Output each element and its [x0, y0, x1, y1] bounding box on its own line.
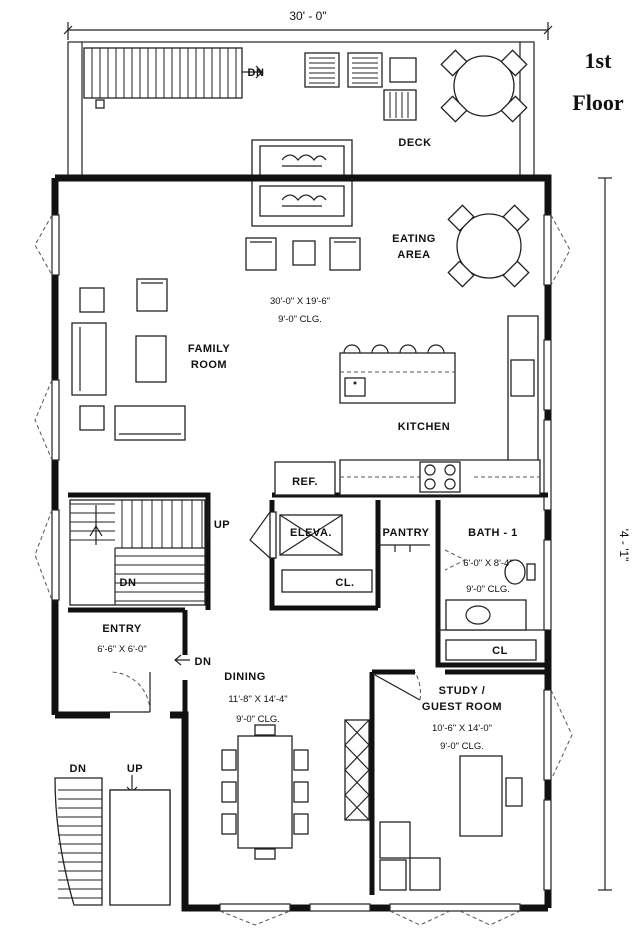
desk [459, 755, 503, 837]
kitchen-sink [510, 359, 535, 397]
window-swings [34, 214, 573, 926]
entry-label: ENTRY [102, 623, 142, 635]
armchair-top [136, 278, 168, 312]
deck: DN DECK [67, 41, 535, 227]
elevator [249, 511, 343, 559]
end-table-top [79, 287, 105, 313]
study-chair [379, 821, 411, 859]
dining-buffet [344, 719, 370, 821]
width-label: 30' - 0" [289, 9, 326, 23]
entry-stair-label: DN [195, 656, 212, 668]
overall-width-dimension: 30' - 0" [63, 9, 553, 40]
study-door [374, 671, 421, 701]
end-table-bottom [79, 405, 105, 431]
eating-area-label-2: AREA [397, 249, 430, 261]
exterior-stair-down-label: DN [70, 763, 87, 775]
pantry [378, 544, 430, 552]
toilet [504, 559, 526, 585]
coffee-table [135, 335, 167, 383]
exterior-stair-up-label: UP [127, 763, 143, 775]
dining-table [221, 724, 309, 860]
hearth-seating [245, 237, 361, 271]
kitchen-perimeter-counter [274, 315, 541, 496]
deck-side-table [389, 57, 417, 83]
bath-label: BATH - 1 [468, 527, 518, 539]
fireplace [251, 139, 353, 227]
kitchen-island [339, 344, 456, 404]
deck-grill-right [347, 52, 383, 88]
sofa-bottom [114, 405, 186, 441]
deck-stair [83, 47, 264, 99]
entry-size: 6'-6" X 6'-0" [97, 644, 146, 655]
deck-round-table [440, 49, 528, 123]
kitchen-label: KITCHEN [398, 421, 450, 433]
bath-size: 6'-0" X 8'-4" [463, 558, 512, 569]
floor-title-line1: 1st [585, 48, 613, 73]
study-ceiling: 9'-0" CLG. [440, 741, 484, 752]
hall-closet-label: CL. [335, 577, 354, 589]
sofa-left [71, 322, 107, 396]
family-room-ceiling: 9'-0" CLG. [278, 314, 322, 325]
island-sink [344, 377, 366, 397]
exterior-stair [54, 775, 171, 906]
depth-label: '4 - '1" [617, 529, 631, 562]
floor-title-line2: Floor [572, 90, 624, 115]
entry-arrow [174, 654, 190, 666]
bath-ceiling: 9'-0" CLG. [466, 584, 510, 595]
entry-door [109, 671, 151, 713]
family-room-furniture [71, 278, 186, 441]
bath-fixtures [444, 549, 536, 631]
elevator-label: ELEVA. [290, 527, 332, 539]
main-stair [69, 499, 206, 606]
family-room-label-1: FAMILY [188, 343, 230, 355]
desk-chair [505, 777, 523, 807]
deck-bench [383, 89, 417, 121]
stair-down-label: DN [120, 577, 137, 589]
family-room-label-2: ROOM [191, 359, 227, 371]
deck-label: DECK [398, 137, 431, 149]
stair-up-label: UP [214, 519, 230, 531]
dining-label: DINING [224, 671, 266, 683]
bath-vanity [445, 599, 527, 631]
study-label-1: STUDY / [439, 685, 486, 697]
pantry-label: PANTRY [383, 527, 430, 539]
study-furniture [379, 755, 523, 891]
study-size: 10'-6" X 14'-0" [432, 723, 492, 734]
deck-stair-label: DN [248, 67, 265, 79]
refrigerator [274, 461, 336, 496]
study-closet [445, 639, 537, 661]
fridge-label: REF. [292, 476, 318, 488]
eating-area-label-1: EATING [392, 233, 436, 245]
dining-ceiling: 9'-0" CLG. [236, 714, 280, 725]
dining-size: 11'-8" X 14'-4" [228, 694, 287, 705]
overall-depth-dimension: '4 - '1" [598, 177, 631, 891]
family-room-size: 30'-0" X 19'-6" [270, 296, 330, 307]
deck-grill-left [304, 52, 340, 88]
study-closet-label: CL [492, 645, 508, 657]
windows [51, 214, 552, 912]
study-side-chair [409, 857, 441, 891]
hall-closet [281, 569, 373, 593]
study-label-2: GUEST ROOM [422, 701, 502, 713]
eating-table [447, 204, 530, 288]
